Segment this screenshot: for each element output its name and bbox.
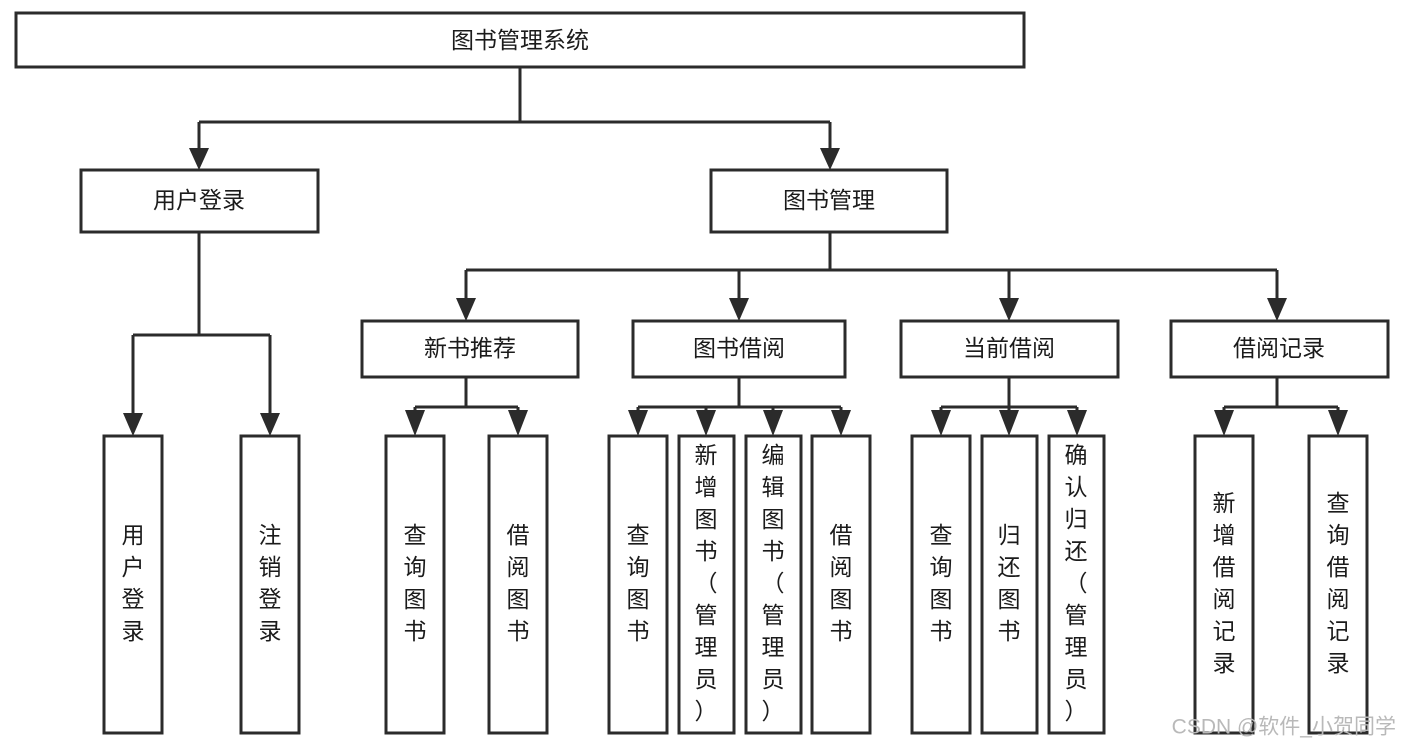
leaf-bb-edit-book-admin-label: 编辑图书（管理员）	[762, 442, 785, 724]
leaf-cb-confirm-return-admin-box[interactable]	[1047, 434, 1106, 735]
leaf-nbr-query-book-label: 查询图书	[404, 522, 427, 644]
arrow-head-current-borrow	[999, 298, 1019, 321]
leaf-cb-return-book-label: 归还图书	[998, 522, 1021, 644]
node-borrow-record-label: 借阅记录	[1233, 335, 1325, 361]
node-book-management[interactable]: 图书管理	[709, 168, 949, 234]
leaf-bb-query-book-box[interactable]	[607, 434, 669, 735]
arrow-head-user-login	[189, 148, 209, 170]
leaf-cb-query-book[interactable]: 查询图书	[910, 434, 972, 735]
connectors-layer	[123, 67, 1348, 436]
arrow-head-leaf-nbr-2	[508, 410, 528, 436]
node-root-system[interactable]: 图书管理系统	[14, 11, 1026, 69]
arrow-head-new-book-recommend	[456, 298, 476, 321]
node-borrow-record-box[interactable]	[1169, 319, 1390, 379]
leaf-nbr-borrow-book-label: 借阅图书	[507, 522, 530, 644]
arrow-head-borrow-record	[1267, 298, 1287, 321]
arrow-head-leaf-bb-1	[628, 410, 648, 436]
leaf-bb-add-book-admin-label: 新增图书（管理员）	[695, 442, 718, 724]
node-user-login-label: 用户登录	[153, 187, 245, 213]
node-new-book-recommend[interactable]: 新书推荐	[360, 319, 580, 379]
leaf-br-query-record-box[interactable]	[1307, 434, 1369, 735]
arrow-head-leaf-cb-1	[931, 410, 951, 436]
csdn-watermark: CSDN @软件_小贺同学	[1172, 716, 1396, 739]
leaf-bb-add-book-admin-box[interactable]	[677, 434, 736, 735]
leaf-nbr-borrow-book[interactable]: 借阅图书	[487, 434, 549, 735]
leaf-nbr-borrow-book-box[interactable]	[487, 434, 549, 735]
node-borrow-record[interactable]: 借阅记录	[1169, 319, 1390, 379]
leaf-br-query-record-label: 查询借阅记录	[1327, 490, 1350, 676]
leaf-user-login-logout-box[interactable]	[239, 434, 301, 735]
node-current-borrow-label: 当前借阅	[963, 335, 1055, 361]
node-book-borrow-label: 图书借阅	[693, 335, 785, 361]
node-new-book-recommend-box[interactable]	[360, 319, 580, 379]
leaf-br-query-record[interactable]: 查询借阅记录	[1307, 434, 1369, 735]
leaf-bb-query-book-label: 查询图书	[627, 522, 650, 644]
leaf-user-login-logout[interactable]: 注销登录	[239, 434, 301, 735]
leaf-br-add-record[interactable]: 新增借阅记录	[1193, 434, 1255, 735]
arrow-head-leaf-user-login-2	[260, 413, 280, 436]
arrow-head-leaf-cb-3	[1067, 410, 1087, 436]
arrow-head-leaf-bb-3	[763, 410, 783, 436]
leaf-user-login-logout-label: 注销登录	[259, 522, 282, 644]
node-book-borrow[interactable]: 图书借阅	[631, 319, 847, 379]
arrow-head-book-manage	[820, 148, 840, 170]
node-book-management-box[interactable]	[709, 168, 949, 234]
leaf-cb-query-book-box[interactable]	[910, 434, 972, 735]
leaf-bb-add-book-admin[interactable]: 新增图书（管理员）	[677, 434, 736, 735]
leaf-user-login-login-label: 用户登录	[122, 522, 145, 644]
node-new-book-recommend-label: 新书推荐	[424, 335, 516, 361]
arrow-head-leaf-nbr-1	[405, 410, 425, 436]
leaf-cb-confirm-return-admin[interactable]: 确认归还（管理员）	[1047, 434, 1106, 735]
node-root-label: 图书管理系统	[451, 27, 589, 53]
node-user-login[interactable]: 用户登录	[79, 168, 320, 234]
leaf-br-add-record-label: 新增借阅记录	[1213, 490, 1236, 676]
leaf-cb-query-book-label: 查询图书	[930, 522, 953, 644]
node-root-box[interactable]	[14, 11, 1026, 69]
node-user-login-box[interactable]	[79, 168, 320, 234]
leaf-bb-borrow-book-box[interactable]	[810, 434, 872, 735]
leaf-user-login-login-box[interactable]	[102, 434, 164, 735]
arrow-head-leaf-br-1	[1214, 410, 1234, 436]
node-current-borrow-box[interactable]	[899, 319, 1120, 379]
arrow-head-leaf-bb-2	[696, 410, 716, 436]
arrow-head-leaf-user-login-1	[123, 413, 143, 436]
leaf-nbr-query-book-box[interactable]	[384, 434, 446, 735]
leaf-cb-return-book[interactable]: 归还图书	[980, 434, 1039, 735]
leaf-bb-query-book[interactable]: 查询图书	[607, 434, 669, 735]
arrow-head-leaf-bb-4	[831, 410, 851, 436]
arrow-head-leaf-cb-2	[999, 410, 1019, 436]
leaf-cb-confirm-return-admin-label: 确认归还（管理员）	[1065, 442, 1088, 724]
leaf-cb-return-book-box[interactable]	[980, 434, 1039, 735]
leaf-br-add-record-box[interactable]	[1193, 434, 1255, 735]
arrow-head-book-borrow	[729, 298, 749, 321]
node-book-borrow-box[interactable]	[631, 319, 847, 379]
node-current-borrow[interactable]: 当前借阅	[899, 319, 1120, 379]
leaf-bb-edit-book-admin-box[interactable]	[744, 434, 803, 735]
leaf-bb-edit-book-admin[interactable]: 编辑图书（管理员）	[744, 434, 803, 735]
leaf-bb-borrow-book[interactable]: 借阅图书	[810, 434, 872, 735]
leaf-bb-borrow-book-label: 借阅图书	[830, 522, 853, 644]
leaf-nbr-query-book[interactable]: 查询图书	[384, 434, 446, 735]
node-book-management-label: 图书管理	[783, 187, 875, 213]
arrow-head-leaf-br-2	[1328, 410, 1348, 436]
leaf-user-login-login[interactable]: 用户登录	[102, 434, 164, 735]
